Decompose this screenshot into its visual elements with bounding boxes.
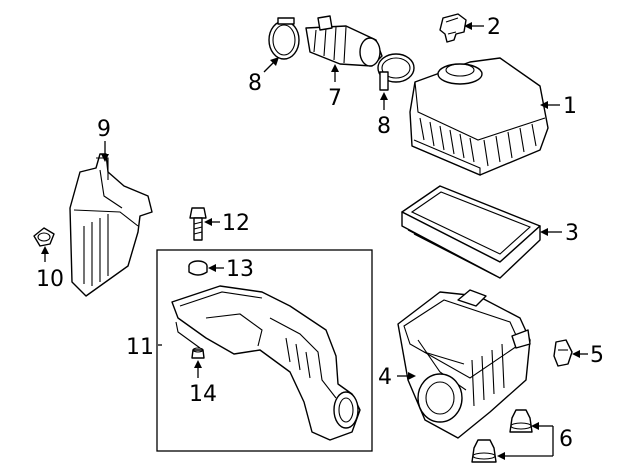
- part-4-lower-case[interactable]: [397, 289, 531, 439]
- callout-8-left: 8: [248, 71, 262, 96]
- part-13-grommet[interactable]: [188, 260, 208, 276]
- callout-labels: 1 2 3 4 5 6 7 8 8 9 10 11 12 13 14: [36, 15, 604, 452]
- part-6-grommet-lower[interactable]: [471, 439, 497, 463]
- part-14-collar[interactable]: [191, 347, 205, 359]
- callout-2: 2: [487, 15, 501, 40]
- part-3-filter-element[interactable]: [401, 185, 541, 279]
- callout-1: 1: [563, 94, 577, 119]
- callout-4: 4: [378, 365, 392, 390]
- callout-3: 3: [565, 221, 579, 246]
- callout-8-right: 8: [377, 114, 391, 139]
- part-8-clamp-right[interactable]: [377, 53, 415, 91]
- callout-12: 12: [222, 211, 250, 236]
- callout-6: 6: [559, 427, 573, 452]
- part-1-upper-cover[interactable]: [409, 57, 549, 176]
- callout-7: 7: [328, 86, 342, 111]
- part-6-grommet-upper[interactable]: [509, 409, 533, 433]
- part-5-clip[interactable]: [553, 339, 573, 367]
- part-9-resonator-duct[interactable]: [69, 153, 153, 297]
- callout-11: 11: [126, 335, 154, 360]
- part-11-air-inlet-duct[interactable]: [171, 285, 361, 441]
- callout-13: 13: [226, 257, 254, 282]
- part-2-sensor[interactable]: [439, 13, 467, 43]
- part-11-group-box: [156, 249, 373, 452]
- part-8-clamp-left[interactable]: [268, 17, 300, 60]
- callout-14: 14: [189, 382, 217, 407]
- leader-lines: [41, 22, 588, 460]
- part-10-push-pin[interactable]: [33, 227, 55, 247]
- part-7-intake-hose[interactable]: [305, 15, 383, 67]
- callout-9: 9: [97, 117, 111, 142]
- part-12-bolt[interactable]: [189, 207, 207, 241]
- callout-5: 5: [590, 343, 604, 368]
- callout-10: 10: [36, 267, 64, 292]
